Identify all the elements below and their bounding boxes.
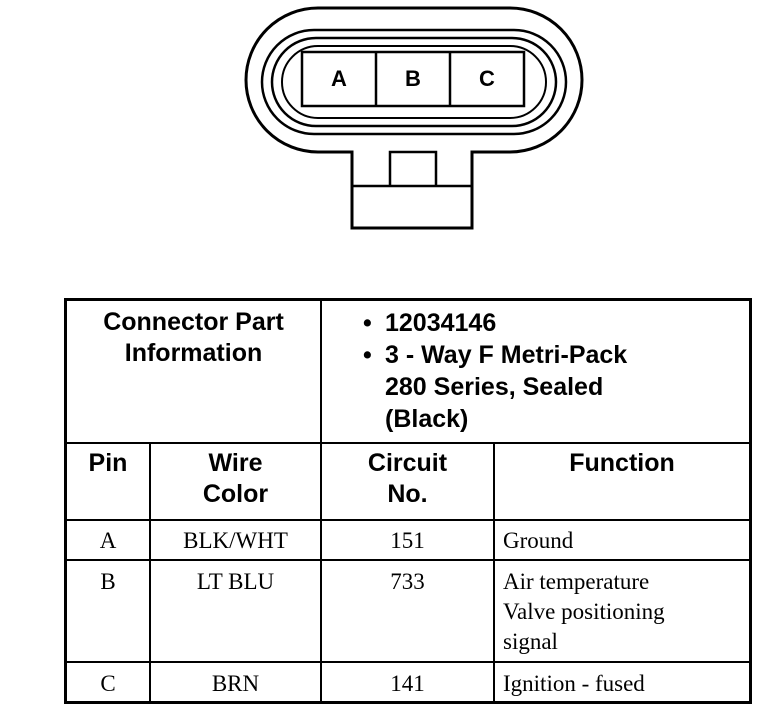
table-row-b-wire: LT BLU — [196, 569, 275, 594]
connector-outer-shell — [244, 6, 584, 230]
table-row-c-circuit: 141 — [390, 671, 425, 696]
connector-inner-ring-2 — [270, 36, 558, 128]
part-description-line: •3 - Way F Metri-Pack — [363, 341, 628, 369]
connector-pin-label-b: B — [405, 66, 421, 91]
column-header-circuit-line1: Circuit — [367, 449, 448, 477]
part-info-header: Connector Part Information — [67, 307, 320, 369]
column-header-wire-line2: Color — [202, 480, 269, 508]
part-info-details: •12034146 •3 - Way F Metri-Pack 280 Seri… — [363, 307, 743, 435]
part-number: 12034146 — [385, 309, 497, 337]
part-description-2: 280 Series, Sealed — [385, 373, 604, 401]
connector-inner-ring-3 — [281, 45, 547, 119]
connector-pin-label-c: C — [479, 66, 495, 91]
table-row-b-function: Air temperature Valve positioning signal — [503, 567, 747, 657]
column-header-wire-color: Wire Color — [151, 448, 320, 510]
table-row-b-pin: B — [100, 569, 116, 594]
column-header-circuit: Circuit No. — [322, 448, 493, 510]
connector-inner-ring-1 — [260, 28, 568, 136]
column-header-function: Function — [495, 448, 749, 479]
table-row-a-function-line1: Ground — [503, 528, 574, 553]
part-info-header-line1: Connector Part — [103, 308, 284, 336]
table-row-c-wire: BRN — [211, 671, 260, 696]
column-header-function-label: Function — [569, 449, 675, 477]
column-header-circuit-line2: No. — [387, 480, 428, 508]
table-row-b-circuit: 733 — [390, 569, 425, 594]
table-row-c-function-line1: Ignition - fused — [503, 671, 645, 696]
column-header-wire-line1: Wire — [208, 449, 263, 477]
table-row-b-function-line2: Valve positioning — [503, 599, 665, 624]
table-row-a-function: Ground — [503, 526, 747, 556]
column-header-pin-label: Pin — [88, 449, 128, 477]
part-number-line: •12034146 — [363, 309, 497, 337]
connector-info-table: Connector Part Information •12034146 •3 … — [64, 298, 752, 704]
table-row-a-wire: BLK/WHT — [183, 528, 288, 553]
part-info-header-line2: Information — [124, 339, 263, 367]
table-row-c-pin: C — [100, 671, 116, 696]
pin-cavity-box — [300, 50, 526, 108]
table-row-a-circuit: 151 — [390, 528, 425, 553]
lock-tab — [388, 150, 438, 186]
part-description-3: (Black) — [385, 405, 469, 433]
table-row-c-function: Ignition - fused — [503, 669, 747, 699]
table-row-a-pin: A — [99, 528, 117, 553]
connector-diagram — [244, 6, 584, 230]
part-description-1: 3 - Way F Metri-Pack — [385, 341, 628, 369]
column-header-pin: Pin — [67, 448, 149, 479]
table-row-b-function-line1: Air temperature — [503, 569, 650, 594]
connector-pin-label-a: A — [331, 66, 347, 91]
table-row-b-function-line3: signal — [503, 629, 558, 654]
